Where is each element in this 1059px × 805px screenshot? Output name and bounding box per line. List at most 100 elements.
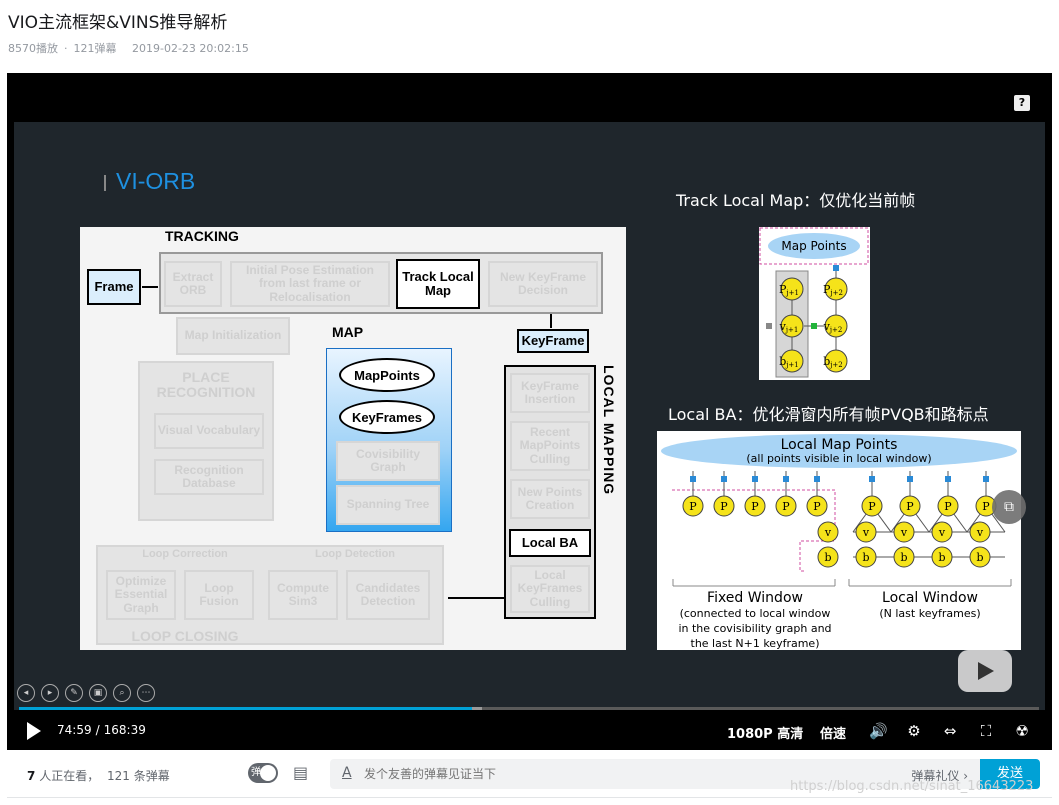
- more-icon[interactable]: ⋯: [137, 684, 155, 702]
- local-window-title: Local Window: [882, 590, 978, 606]
- widescreen-icon[interactable]: ⇔: [943, 722, 957, 740]
- ba-node-p-label: P: [944, 500, 952, 513]
- new-keyframe-box: New KeyFrame Decision: [488, 261, 598, 307]
- font-style-icon[interactable]: A: [342, 765, 352, 781]
- picture-in-picture-icon[interactable]: ⧉: [992, 490, 1026, 524]
- ba-node-b-label: b: [862, 551, 869, 564]
- vocab-box: Visual Vocabulary: [154, 413, 264, 449]
- ba-node-b: [817, 546, 839, 568]
- screenshot-icon[interactable]: ▣: [89, 684, 107, 702]
- speed-button[interactable]: 倍速: [820, 727, 847, 742]
- danmaku-input[interactable]: [364, 759, 884, 789]
- arrow-line: [550, 314, 552, 328]
- danmaku-settings-icon[interactable]: ▤: [293, 763, 309, 782]
- connector-line: [448, 597, 504, 599]
- online-label: 人正在看，: [39, 769, 100, 783]
- fixed-window-border: [672, 489, 836, 572]
- loop-closing-label: LOOP CLOSING: [131, 628, 239, 645]
- ba-node-p: [806, 495, 828, 517]
- quality-button[interactable]: 1080P 高清: [727, 727, 804, 742]
- send-button[interactable]: 发送: [980, 759, 1040, 789]
- player-mini-icons: ◂ ▸ ✎ ▣ ⌕ ⋯: [17, 680, 161, 702]
- ba-node-p: [775, 495, 797, 517]
- rewind-icon[interactable]: ◂: [17, 684, 35, 702]
- fixed-window-desc: in the covisibility graph and: [678, 622, 831, 635]
- track-caption: Track Local Map：仅优化当前帧: [676, 191, 916, 210]
- ba-node-v-label: v: [976, 526, 984, 539]
- node-b-j2: [824, 349, 848, 373]
- ba-node-b: [931, 546, 953, 568]
- ba-node-v: [817, 521, 839, 543]
- ba-node-p-label: P: [906, 500, 914, 513]
- node-label: Pj+2: [823, 283, 843, 297]
- node-b-j1: [780, 349, 804, 373]
- forward-icon[interactable]: ▸: [41, 684, 59, 702]
- control-bar: 74:59/168:39 1080P 高清 倍速 🔊 ⚙ ⇔ ⛶ ☢: [7, 713, 1052, 750]
- loop-detection-label: Loop Detection: [314, 547, 396, 560]
- volume-icon[interactable]: 🔊: [869, 722, 888, 740]
- video-player[interactable]: ? VI-ORB TRACKING Frame Extract ORB Init…: [7, 73, 1052, 750]
- ba-header: Local Map Points: [781, 437, 898, 453]
- danmaku-toggle[interactable]: 弹: [248, 763, 278, 783]
- ba-node-v-label: v: [900, 526, 908, 539]
- node-label: bj+2: [823, 355, 843, 369]
- edge-square: [811, 323, 817, 329]
- zoom-icon[interactable]: ⌕: [113, 684, 131, 702]
- danmaku-input-wrap: A 弹幕礼仪 ›: [330, 759, 980, 789]
- ba-node-p: [937, 495, 959, 517]
- settings-icon[interactable]: ⚙: [907, 722, 921, 740]
- ba-node-p: [861, 495, 883, 517]
- node-p-j2: [824, 277, 848, 301]
- fullscreen-icon[interactable]: ☢: [1015, 722, 1029, 740]
- ba-node-b: [969, 546, 991, 568]
- time-separator: /: [95, 723, 100, 737]
- play-count: 8570播放: [8, 42, 58, 55]
- slide-heading-text: VI-ORB: [116, 168, 196, 194]
- map-points-text: Map Points: [781, 239, 846, 253]
- video-meta: 8570播放·121弹幕 2019-02-23 20:02:15: [8, 40, 255, 56]
- keyframes-ellipse: KeyFrames: [339, 400, 435, 434]
- track-local-map-figure: Map Points Pj+: [759, 227, 870, 380]
- ba-figure-svg: Local Map Points (all points visible in …: [661, 434, 1017, 650]
- ba-node-v: [855, 521, 877, 543]
- progress-bar[interactable]: [19, 707, 1039, 710]
- initial-pose-box: Initial Pose Estimation from last frame …: [230, 261, 390, 307]
- ba-node-p: [682, 495, 704, 517]
- web-fullscreen-icon[interactable]: ⛶: [980, 722, 992, 740]
- mappoints-ellipse: MapPoints: [339, 358, 435, 392]
- ba-node-v-label: v: [824, 526, 832, 539]
- total-time: 168:39: [103, 723, 146, 737]
- ba-node-p: [899, 495, 921, 517]
- map-init-box: Map Initialization: [176, 317, 290, 355]
- help-icon[interactable]: ?: [1014, 95, 1030, 111]
- pen-icon[interactable]: ✎: [65, 684, 83, 702]
- danmaku-total: 121: [107, 769, 130, 783]
- local-ba-box: Local BA: [509, 529, 591, 557]
- danmaku-count: 121弹幕: [73, 42, 117, 55]
- optimize-box: Optimize Essential Graph: [106, 570, 176, 620]
- ba-node-b-label: b: [900, 551, 907, 564]
- ba-node-p: [744, 495, 766, 517]
- big-play-button[interactable]: [958, 650, 1012, 692]
- ba-node-v-label: v: [938, 526, 946, 539]
- keyframe-box: KeyFrame: [517, 329, 589, 353]
- ba-node-p-label: P: [751, 500, 759, 513]
- new-points-box: New Points Creation: [510, 479, 590, 519]
- ba-node-p-label: P: [868, 500, 876, 513]
- ba-edge-square: [814, 476, 820, 482]
- play-icon[interactable]: [27, 722, 41, 740]
- ba-node-p-label: P: [813, 500, 821, 513]
- heading-bar: [104, 174, 106, 191]
- fixed-window-desc: the last N+1 keyframe): [691, 637, 820, 650]
- ba-node-p-label: P: [782, 500, 790, 513]
- ba-edge-square: [983, 476, 989, 482]
- progress-fill: [19, 707, 472, 710]
- kf-insertion-box: KeyFrame Insertion: [510, 373, 590, 413]
- local-map-points-ellipse: [661, 434, 1017, 468]
- current-time: 74:59: [57, 723, 92, 737]
- ba-edge-square: [783, 476, 789, 482]
- danmaku-etiquette-link[interactable]: 弹幕礼仪 ›: [911, 769, 968, 783]
- map-points-ellipse: [768, 233, 860, 259]
